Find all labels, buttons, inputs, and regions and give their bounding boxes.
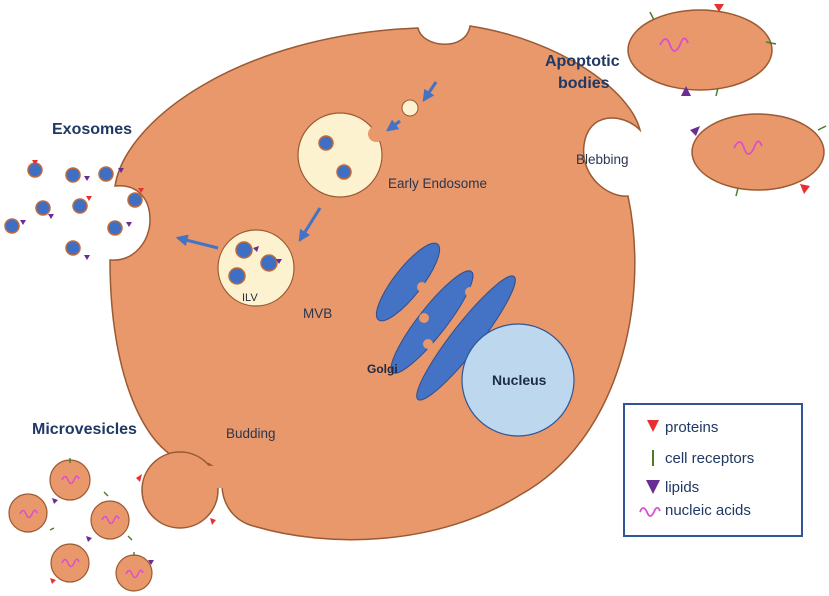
label-blebbing: Blebbing	[576, 152, 629, 167]
label-budding: Budding	[226, 426, 276, 441]
label-golgi: Golgi	[367, 362, 398, 376]
lipid-triangle-icon	[646, 480, 660, 494]
mvb	[217, 229, 295, 307]
label-apoptotic-2: bodies	[558, 75, 610, 92]
label-apoptotic-1: Apoptotic	[545, 53, 620, 70]
legend-lipids: lipids	[665, 479, 699, 496]
budding-vesicle	[141, 451, 219, 529]
protein-triangle-icon	[647, 420, 659, 432]
apoptotic-body-1	[627, 4, 777, 97]
legend-proteins: proteins	[665, 419, 718, 436]
label-exosomes: Exosomes	[52, 121, 132, 138]
legend: proteins cell receptors lipids nucleic a…	[623, 403, 803, 537]
nucleic-acid-icon	[639, 506, 661, 517]
apoptotic-body-2	[690, 113, 827, 197]
arrow-endocytosis-2	[386, 119, 401, 132]
nucleus	[461, 323, 575, 437]
arrow-endocytosis-1	[422, 81, 438, 102]
legend-cell-receptors: cell receptors	[665, 450, 754, 467]
label-microvesicles: Microvesicles	[32, 421, 137, 438]
arrow-mvb-to-exosome	[175, 234, 219, 250]
label-ilv: ILV	[242, 292, 258, 304]
microvesicle-particles	[8, 458, 216, 592]
arrow-endosome-to-mvb	[298, 207, 322, 243]
endocytic-vesicle	[401, 99, 419, 117]
early-endosome	[297, 112, 384, 198]
exosome-particles	[4, 160, 144, 260]
label-nucleus: Nucleus	[492, 372, 547, 388]
legend-nucleic-acids: nucleic acids	[665, 502, 751, 519]
label-mvb: MVB	[303, 306, 332, 321]
label-early-endosome: Early Endosome	[388, 176, 487, 191]
golgi	[375, 242, 516, 401]
